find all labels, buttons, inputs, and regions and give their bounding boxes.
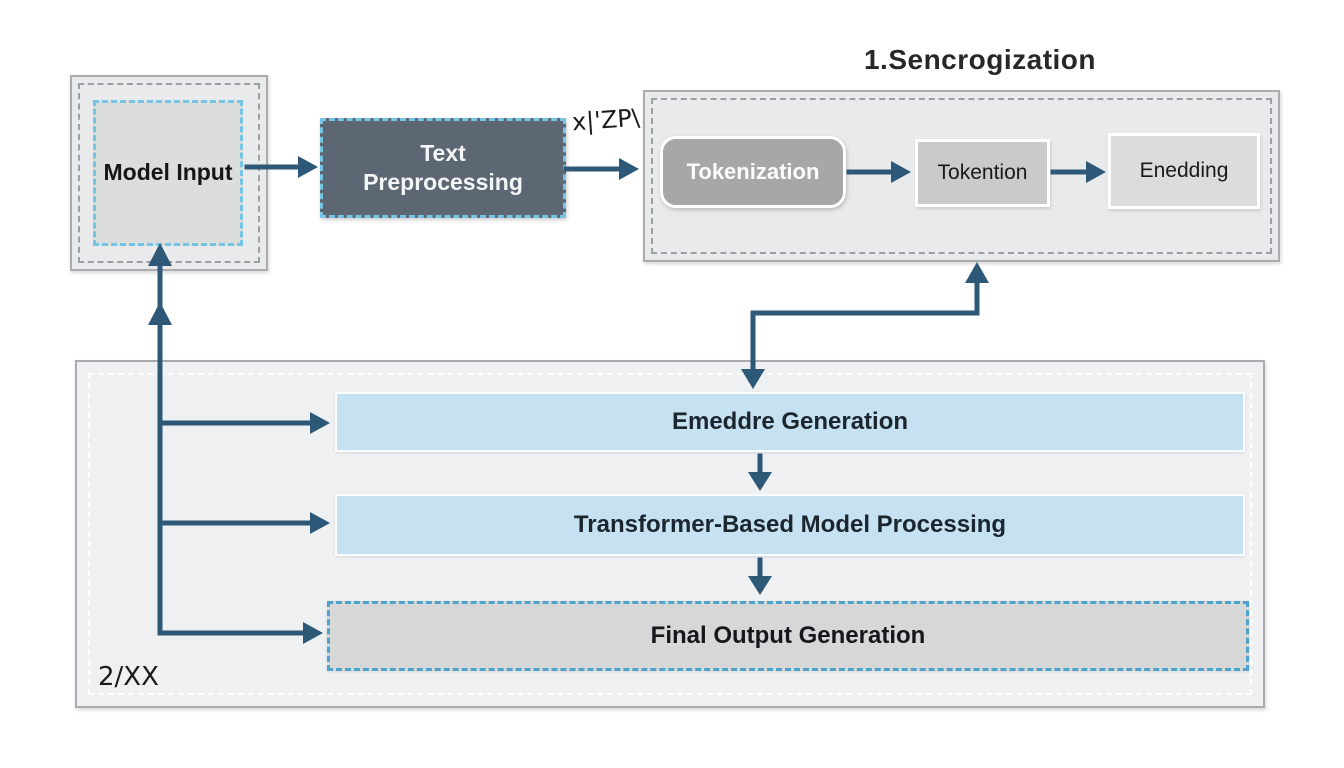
final-output-label: Final Output Generation [650, 622, 926, 649]
handwritten-arrow-note: x|'ZP\ [571, 103, 641, 137]
model-input-label: Model Input [103, 159, 233, 186]
text-preprocessing-node: Text Preprocessing [320, 118, 566, 218]
embedding-generation-bar: Emeddre Generation [335, 392, 1245, 452]
arrow-preprocessing-to-section [563, 158, 639, 180]
embedding-generation-label: Emeddre Generation [671, 408, 909, 435]
tokenization-node: Tokenization [660, 136, 846, 208]
enedding-node: Enedding [1108, 133, 1260, 209]
enedding-label: Enedding [1139, 159, 1229, 182]
section-title: 1.Sencrogization [863, 44, 1097, 75]
text-preprocessing-label: Text Preprocessing [363, 140, 523, 195]
tokention-label: Tokention [937, 161, 1028, 184]
handwritten-page-note: 2/XX [98, 662, 159, 692]
tokention-node: Tokention [915, 139, 1050, 207]
transformer-processing-label: Transformer-Based Model Processing [573, 511, 1007, 538]
model-input-node: Model Input [93, 100, 243, 246]
transformer-processing-bar: Transformer-Based Model Processing [335, 494, 1245, 556]
final-output-bar: Final Output Generation [327, 601, 1249, 671]
tokenization-label: Tokenization [686, 159, 820, 184]
